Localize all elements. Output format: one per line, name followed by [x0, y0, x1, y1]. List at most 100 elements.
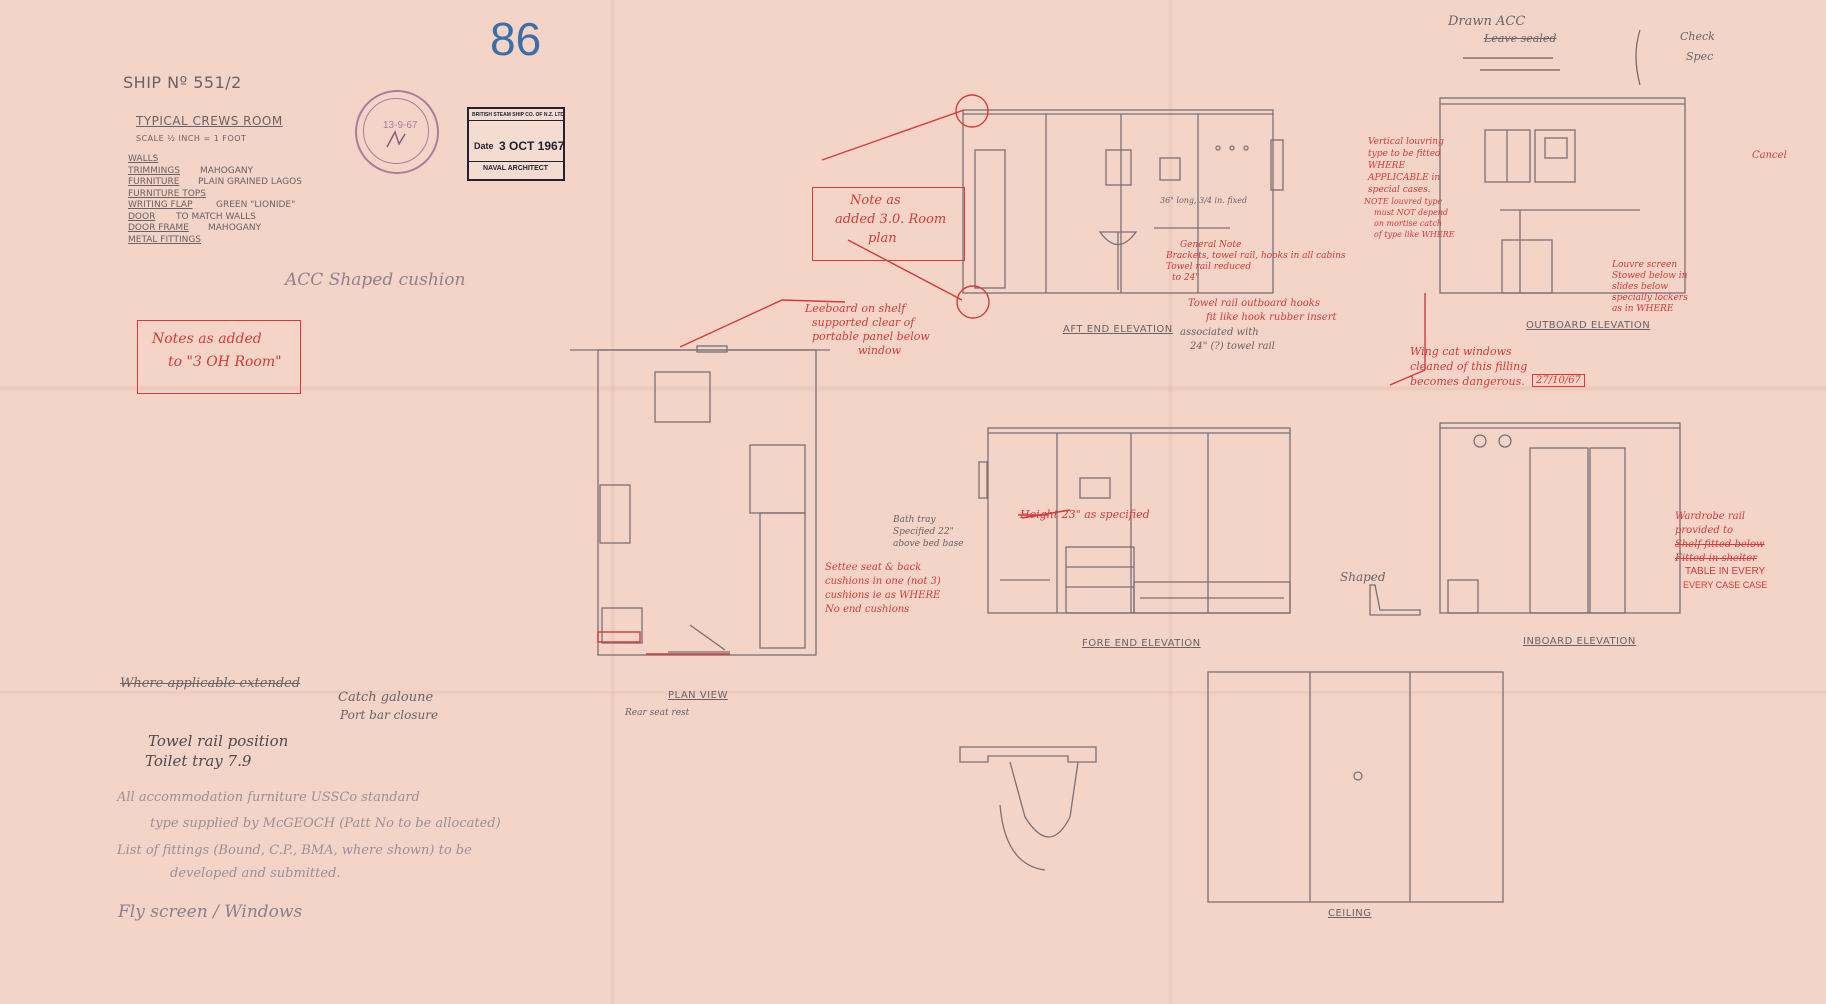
drawn-acc: Drawn ACC — [1448, 14, 1526, 29]
scale-note: SCALE ½ INCH = 1 FOOT — [136, 134, 247, 143]
general-note-4: to 24" — [1172, 273, 1200, 283]
towel-rail-note-1: Towel rail outboard hooks — [1188, 298, 1320, 309]
settee-note-1: Settee seat & back — [825, 562, 922, 573]
notes-added-line-1: Notes as added — [152, 331, 262, 347]
settee-note-4: No end cushions — [825, 604, 910, 615]
aft-note-line-3: plan — [868, 231, 897, 246]
bl-line-3: List of fittings (Bound, C.P., BMA, wher… — [117, 843, 472, 858]
catch-note-2: Port bar closure — [340, 708, 439, 722]
wardrobe-note-6: EVERY CASE CASE — [1683, 580, 1768, 590]
vertical-note-4: APPLICABLE in — [1368, 173, 1441, 183]
notes-added-box — [137, 320, 301, 394]
catch-note-1: Catch galoune — [338, 690, 434, 705]
leeboard-note-1: Leeboard on shelf — [805, 302, 906, 315]
aft-note-line-2: added 3.0. Room — [835, 212, 947, 227]
spec-value: MAHOGANY — [200, 165, 254, 176]
assoc-note-2: 24" (?) towel rail — [1190, 341, 1275, 352]
fore-end-elevation-title: FORE END ELEVATION — [1082, 638, 1201, 649]
stamp-date-label: Date — [474, 141, 494, 151]
naval-architect-stamp: BRITISH STEAM SHIP CO. OF N.Z. LTD. Date… — [467, 107, 565, 181]
wardrobe-note-3: Shelf fitted below — [1675, 539, 1765, 550]
height-note: Height 23" as specified — [1020, 508, 1150, 521]
assoc-note-1: associated with — [1180, 327, 1259, 338]
aft-note-line-1: Note as — [850, 193, 901, 208]
check-note: Check — [1680, 30, 1715, 43]
bl-line-1: All accommodation furniture USSCo standa… — [117, 790, 420, 805]
bath-note-2: Specified 22" — [893, 527, 954, 537]
cancel-note: Cancel — [1752, 150, 1787, 161]
bl-line-4: developed and submitted. — [170, 866, 341, 881]
sheet-number: 86 — [490, 13, 542, 65]
wing-note-1: Wing cat windows — [1410, 345, 1512, 358]
outboard-elevation-drawing — [1439, 97, 1686, 294]
outboard-elevation-title: OUTBOARD ELEVATION — [1526, 320, 1651, 331]
aft-end-elevation-title: AFT END ELEVATION — [1063, 324, 1173, 335]
ceiling-title: CEILING — [1328, 908, 1372, 919]
plan-view-drawing — [570, 345, 830, 656]
red-markup-lines — [597, 94, 1426, 655]
leeboard-note-3: portable panel below — [812, 330, 930, 343]
vertical-note-5: special cases. — [1368, 185, 1431, 195]
general-note-2: Brackets, towel rail, hooks in all cabin… — [1166, 251, 1346, 261]
inboard-elevation-drawing — [1369, 422, 1681, 616]
towel-position-note: Towel rail position — [148, 732, 289, 750]
plan-view-subnote: Rear seat rest — [625, 708, 690, 718]
spec-item: WALLS — [128, 154, 159, 164]
acc-note: ACC Shaped cushion — [285, 270, 466, 290]
settee-note-3: cushions ie as WHERE — [825, 590, 941, 601]
vertical-note-9: of type like WHERE — [1374, 230, 1455, 239]
louvre-note-2: Stowed below in — [1612, 271, 1688, 281]
spec-item: DOOR — [128, 211, 156, 222]
general-note-3: Towel rail reduced — [1166, 262, 1252, 272]
stamp-dept: NAVAL ARCHITECT — [483, 165, 549, 172]
louvre-note-3: slides below — [1612, 282, 1669, 292]
wardrobe-note-5: TABLE IN EVERY — [1685, 566, 1766, 577]
shaped-note: Shaped — [1340, 570, 1386, 584]
stamp-date-value: 3 OCT 1967 — [499, 139, 565, 153]
inboard-elevation-title: INBOARD ELEVATION — [1523, 636, 1636, 647]
spec-item: DOOR FRAME — [128, 223, 189, 233]
room-title: TYPICAL CREWS ROOM — [136, 114, 283, 128]
vertical-note-3: WHERE — [1368, 161, 1406, 171]
bath-note-1: Bath tray — [893, 515, 936, 525]
bl-line-2: type supplied by McGEOCH (Patt No to be … — [150, 816, 501, 831]
stamp-company: BRITISH STEAM SHIP CO. OF N.Z. LTD. — [472, 112, 566, 118]
fore-end-elevation-drawing — [978, 427, 1291, 614]
vertical-note-2: type to be fitted — [1368, 149, 1441, 159]
louvre-note-4: specially lockers — [1612, 293, 1688, 303]
vertical-note-7: must NOT depend — [1374, 208, 1449, 217]
wardrobe-note-4: Fitted in shelter — [1675, 553, 1757, 564]
spec-value: TO MATCH WALLS — [176, 211, 256, 222]
bath-note-3: above bed base — [893, 539, 964, 549]
wing-note-3: becomes dangerous. — [1410, 375, 1525, 388]
ceiling-drawing — [1207, 671, 1504, 903]
spec-item: TRIMMINGS — [128, 165, 181, 176]
spec-value: MAHOGANY — [208, 223, 262, 233]
towel-dimension: 36" long, 3/4 in. fixed — [1160, 196, 1248, 205]
leeboard-note-2: supported clear of — [812, 316, 915, 329]
round-stamp: 13-9-67 — [355, 90, 439, 174]
toilet-tray-note: Toilet tray 7.9 — [145, 752, 252, 770]
spec-item: FURNITURE TOPS — [128, 188, 207, 199]
detail-section-drawing — [959, 746, 1097, 871]
ship-label: SHIP Nº 551/2 — [123, 73, 242, 92]
settee-note-2: cushions in one (not 3) — [825, 576, 941, 587]
louvre-note-5: as in WHERE — [1612, 304, 1674, 314]
round-stamp-date: 13-9-67 — [383, 120, 418, 131]
wing-note-date: 27/10/67 — [1532, 374, 1585, 387]
leave-sealed: Leave sealed — [1484, 32, 1557, 45]
spec-value: PLAIN GRAINED LAGOS — [198, 177, 302, 187]
fly-screen-note: Fly screen / Windows — [118, 902, 303, 922]
aft-end-elevation-drawing — [962, 109, 1284, 294]
leeboard-note-4: window — [858, 344, 902, 357]
spec-item: FURNITURE — [128, 177, 180, 187]
spec-item: METAL FITTINGS — [128, 234, 202, 245]
wing-note-2: cleaned of this filling — [1410, 360, 1528, 373]
round-stamp-signature — [386, 130, 406, 148]
bl-strike-note: Where applicable extended — [120, 676, 301, 691]
vertical-note-1: Vertical louvring — [1368, 137, 1444, 147]
louvre-note-1: Louvre screen — [1612, 260, 1678, 270]
general-note-1: General Note — [1180, 240, 1242, 250]
